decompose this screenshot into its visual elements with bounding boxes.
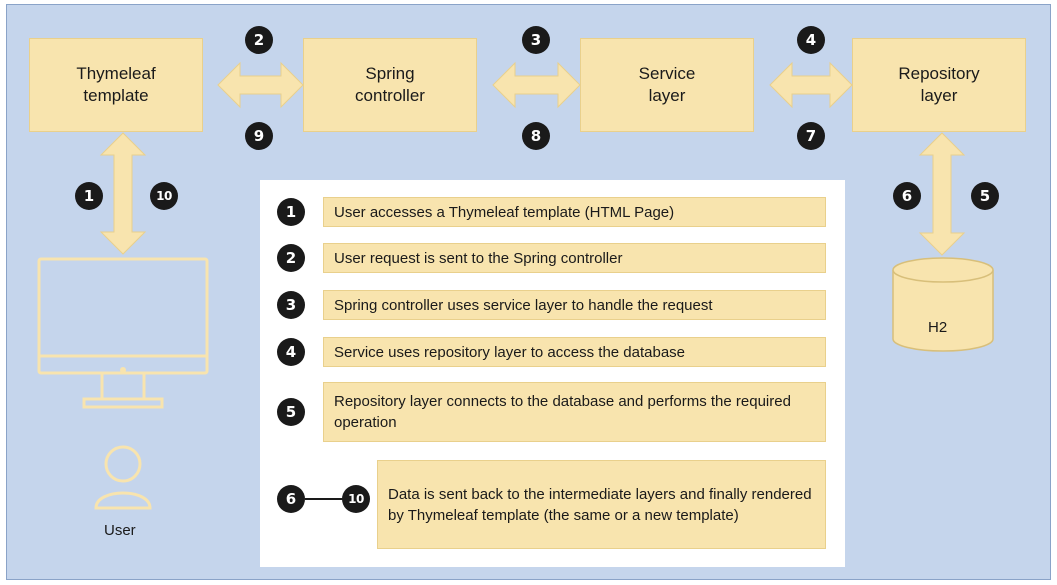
legend-badge-10: 10: [342, 485, 370, 513]
monitor-icon: [37, 257, 209, 409]
legend-step-2: User request is sent to the Spring contr…: [323, 243, 826, 273]
legend-badge-1: 1: [277, 198, 305, 226]
badge-step-2: 2: [245, 26, 273, 54]
arrow-service-repository: [769, 61, 853, 109]
legend-range-line: [305, 498, 344, 500]
user-label: User: [104, 522, 136, 539]
service-layer-box: Service layer: [580, 38, 754, 132]
badge-step-4: 4: [797, 26, 825, 54]
legend-badge-6: 6: [277, 485, 305, 513]
badge-step-9: 9: [245, 122, 273, 150]
arrow-repository-database: [918, 132, 966, 256]
user-icon: [94, 445, 152, 510]
arrow-controller-service: [492, 61, 581, 109]
badge-step-7: 7: [797, 122, 825, 150]
legend-badge-3: 3: [277, 291, 305, 319]
badge-step-8: 8: [522, 122, 550, 150]
legend-step-4: Service uses repository layer to access …: [323, 337, 826, 367]
legend-badge-5: 5: [277, 398, 305, 426]
arrow-thymeleaf-controller: [217, 61, 304, 109]
badge-step-3: 3: [522, 26, 550, 54]
legend-step-5: Repository layer connects to the databas…: [323, 382, 826, 442]
legend-step-6-10: Data is sent back to the intermediate la…: [377, 460, 826, 549]
repository-layer-box: Repository layer: [852, 38, 1026, 132]
badge-step-1: 1: [75, 182, 103, 210]
badge-step-6: 6: [893, 182, 921, 210]
database-label: H2: [928, 319, 948, 336]
arrow-user-thymeleaf: [99, 132, 147, 255]
legend-step-3: Spring controller uses service layer to …: [323, 290, 826, 320]
badge-step-10: 10: [150, 182, 178, 210]
database-icon: [892, 257, 994, 352]
legend-step-1: User accesses a Thymeleaf template (HTML…: [323, 197, 826, 227]
thymeleaf-template-box: Thymeleaf template: [29, 38, 203, 132]
badge-step-5: 5: [971, 182, 999, 210]
legend-badge-2: 2: [277, 244, 305, 272]
spring-controller-box: Spring controller: [303, 38, 477, 132]
legend-badge-4: 4: [277, 338, 305, 366]
